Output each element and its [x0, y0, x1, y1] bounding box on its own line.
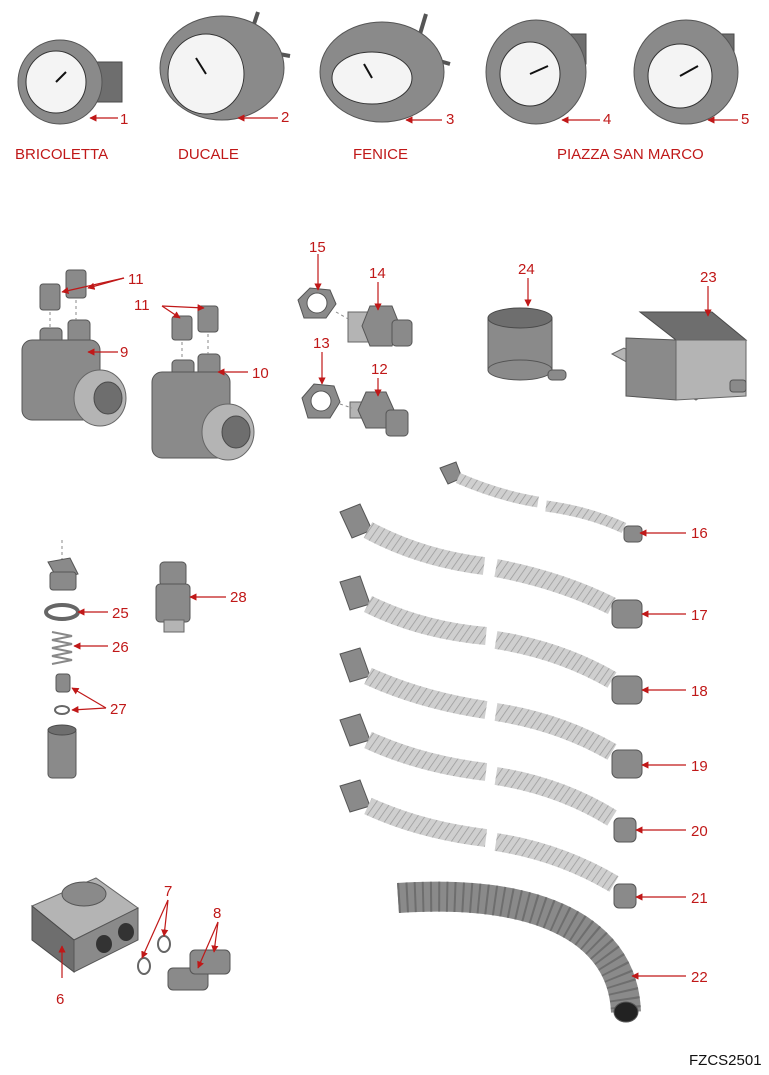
adapter-14: [335, 305, 413, 347]
callout-20: 20: [691, 823, 708, 840]
callout-15: 15: [309, 239, 326, 256]
callout-8: 8: [213, 905, 221, 922]
hose-19: [339, 647, 643, 779]
callout-10: 10: [252, 365, 269, 382]
box-23: [610, 311, 748, 401]
model-label-ducale: DUCALE: [178, 146, 239, 163]
callout-24: 24: [518, 261, 535, 278]
callout-7: 7: [164, 883, 172, 900]
hose-21: [339, 779, 637, 909]
callout-22: 22: [691, 969, 708, 986]
callout-18: 18: [691, 683, 708, 700]
callout-16: 16: [691, 525, 708, 542]
callout-numbers: 1 2 3 4 5 6 7 8 9 10 11 11 12 13 14 15 1…: [56, 109, 749, 1008]
hose-18: [339, 575, 643, 705]
gauge-piazza-san-marco-b: [633, 19, 739, 125]
valve-9: [21, 319, 127, 427]
model-label-fenice: FENICE: [353, 146, 408, 163]
gauge-bricoletta: [17, 39, 123, 125]
model-label-piazza-san-marco: PIAZZA SAN MARCO: [557, 146, 704, 163]
drain-hose-22: [397, 881, 641, 1023]
callout-6: 6: [56, 991, 64, 1008]
model-labels: BRICOLETTA DUCALE FENICE PIAZZA SAN MARC…: [15, 146, 704, 163]
callout-5: 5: [741, 111, 749, 128]
adapter-12: [339, 391, 409, 437]
fitting-28: [155, 561, 191, 633]
callout-25: 25: [112, 605, 129, 622]
callout-26: 26: [112, 639, 129, 656]
callout-4: 4: [603, 111, 611, 128]
callout-11b: 11: [134, 297, 150, 314]
hose-16: [439, 461, 643, 543]
callout-27: 27: [110, 701, 127, 718]
hose-20: [339, 713, 637, 843]
nut-13: [301, 383, 341, 419]
callout-23: 23: [700, 269, 717, 286]
callout-13: 13: [313, 335, 330, 352]
callout-11a: 11: [128, 271, 144, 288]
callout-17: 17: [691, 607, 708, 624]
gauge-fenice: [319, 13, 451, 123]
leader-lines: [58, 114, 738, 980]
callout-1: 1: [120, 111, 128, 128]
nut-15: [297, 287, 337, 319]
gauge-piazza-san-marco-a: [485, 19, 587, 125]
check-valve-assembly: [44, 540, 80, 779]
hose-17: [339, 503, 643, 629]
model-label-bricoletta: BRICOLETTA: [15, 146, 108, 163]
callout-2: 2: [281, 109, 289, 126]
callout-3: 3: [446, 111, 454, 128]
callout-21: 21: [691, 890, 708, 907]
callout-9: 9: [120, 344, 128, 361]
fittings-11: [39, 269, 219, 360]
cup-24: [487, 307, 567, 381]
callout-12: 12: [371, 361, 388, 378]
gauge-ducale: [159, 11, 291, 121]
drawing-code: FZCS2501: [689, 1052, 762, 1069]
valve-10: [151, 353, 255, 461]
callout-14: 14: [369, 265, 386, 282]
pump-6: [31, 877, 139, 974]
fittings-8: [167, 949, 231, 991]
callout-19: 19: [691, 758, 708, 775]
callout-28: 28: [230, 589, 247, 606]
